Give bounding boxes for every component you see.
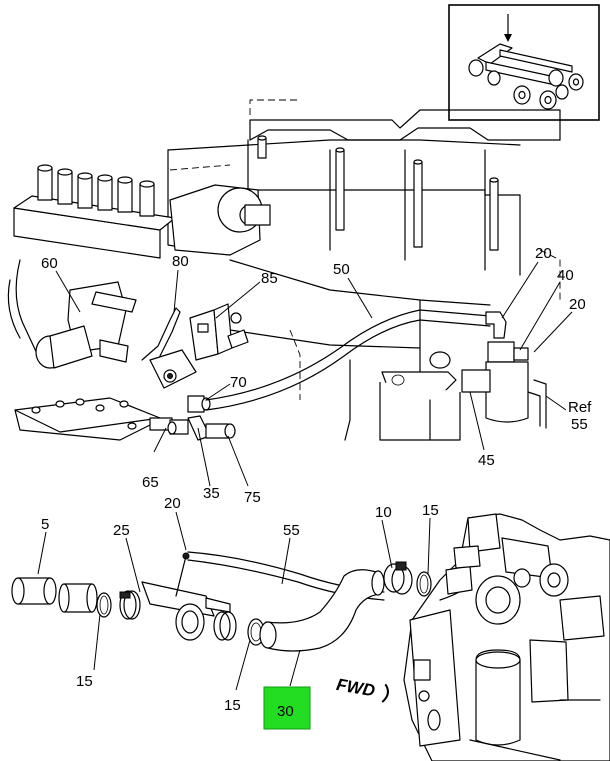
callout-15-left: 15 [76,673,93,690]
callout-50: 50 [333,261,350,278]
forward-direction-indicator: FWD [335,675,389,703]
callout-85: 85 [261,270,278,287]
callout-70: 70 [230,374,247,391]
lower-engine [403,513,610,761]
callout-10: 10 [375,504,392,521]
fittings-group [149,395,236,441]
callout-20-right: 20 [569,296,586,313]
callout-20-top: 20 [535,245,552,262]
callout-55: 55 [283,522,300,539]
callout-25: 25 [113,522,130,539]
callout-30: 30 [277,703,294,720]
callout-40: 40 [557,267,574,284]
callout-20-mid: 20 [164,495,181,512]
callout-80: 80 [172,253,189,270]
callout-60: 60 [41,255,58,272]
callout-15-bottom: 15 [224,697,241,714]
callout-45: 45 [478,452,495,469]
line-50 [205,309,547,429]
down-arrow-icon [504,14,512,42]
callout-5: 5 [41,516,49,533]
bracket-parts [141,303,249,389]
leader-lines [37,261,573,691]
highlight-box-30 [263,686,311,730]
fwd-label: FWD [335,675,376,700]
callout-65: 65 [142,474,159,491]
forward-arrow-icon [381,683,389,703]
callout-ref: Ref [568,399,592,416]
callout-35: 35 [203,485,220,502]
callout-15-right: 15 [422,502,439,519]
bracket-45 [379,351,461,441]
intake-assembly [11,551,432,652]
injector-barrels [37,164,155,217]
callouts: 60 80 85 50 20 40 20 Ref 55 70 45 65 35 … [41,245,592,720]
callout-55-ref: 55 [571,416,588,433]
callout-75: 75 [244,489,261,506]
truck-chassis-icon [468,43,584,110]
locator-inset [448,4,600,121]
